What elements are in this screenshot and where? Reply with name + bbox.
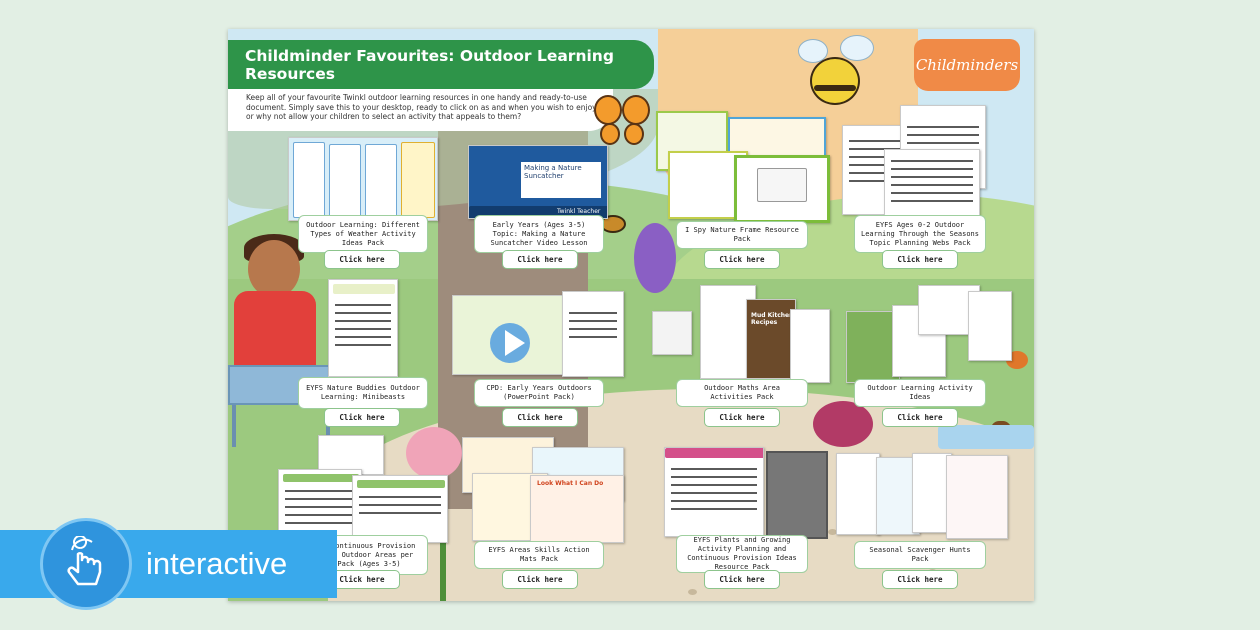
- pink-rose-icon: [406, 427, 462, 479]
- scavenger-hunt-thumbnail[interactable]: [946, 455, 1008, 539]
- interactive-label: interactive: [146, 546, 288, 581]
- image-placeholder: [766, 451, 828, 539]
- water-tray-right: [938, 425, 1034, 449]
- outdoor-ideas-click-button[interactable]: Click here: [882, 408, 958, 427]
- maths-area-thumbnail[interactable]: [790, 309, 830, 383]
- nature-buddies-click-button[interactable]: Click here: [324, 408, 400, 427]
- cpd-click-button[interactable]: Click here: [502, 408, 578, 427]
- butterfly-wing: [624, 123, 644, 145]
- outdoor-ideas-thumbnail[interactable]: [968, 291, 1012, 361]
- weather-pack-thumbnail[interactable]: [288, 137, 438, 221]
- nature-buddies-thumbnail[interactable]: [328, 279, 398, 377]
- action-mats-title: Look What I Can Do: [537, 480, 604, 487]
- suncatcher-click-button[interactable]: Click here: [502, 250, 578, 269]
- ispy-frame-thumbnail[interactable]: [734, 155, 830, 223]
- scavenger-hunt-thumbnail[interactable]: [836, 453, 880, 535]
- cpd-powerpoint-thumbnail[interactable]: [562, 291, 624, 377]
- weather-click-button[interactable]: Click here: [324, 250, 400, 269]
- plants-growing-click-button[interactable]: Click here: [704, 570, 780, 589]
- childminders-logo: Childminders: [914, 39, 1020, 91]
- page-title: Childminder Favourites: Outdoor Learning…: [228, 40, 654, 89]
- cpd-powerpoint-thumbnail[interactable]: [452, 295, 564, 375]
- resource-label-action-mats: EYFS Areas Skills Action Mats Pack: [474, 541, 604, 569]
- maths-area-click-button[interactable]: Click here: [704, 408, 780, 427]
- resource-label-suncatcher: Early Years (Ages 3-5) Topic: Making a N…: [474, 215, 604, 253]
- tray-legs: [232, 405, 330, 447]
- maths-area-thumbnail[interactable]: [652, 311, 692, 355]
- mud-kitchen-thumbnail[interactable]: Mud Kitchen Recipes: [746, 299, 796, 379]
- touch-hand-icon: [40, 518, 132, 610]
- action-mats-thumbnail[interactable]: Look What I Can Do: [530, 475, 624, 543]
- scavenger-hunts-click-button[interactable]: Click here: [882, 570, 958, 589]
- resource-label-nature-buddies: EYFS Nature Buddies Outdoor Learning: Mi…: [298, 377, 428, 409]
- plants-growing-thumbnail[interactable]: [664, 447, 764, 537]
- seasons-planning-thumbnail[interactable]: [884, 149, 980, 223]
- seasons-click-button[interactable]: Click here: [882, 250, 958, 269]
- ispy-click-button[interactable]: Click here: [704, 250, 780, 269]
- butterfly-wing: [600, 123, 620, 145]
- bee-wing: [840, 35, 874, 61]
- scavenger-hunt-thumbnail[interactable]: [912, 453, 952, 533]
- pebble: [828, 529, 837, 535]
- flower-stem: [440, 519, 446, 601]
- resource-sheet: Childminder Favourites: Outdoor Learning…: [228, 29, 1034, 601]
- resource-label-cpd: CPD: Early Years Outdoors (PowerPoint Pa…: [474, 379, 604, 407]
- mud-kitchen-title: Mud Kitchen Recipes: [751, 312, 794, 326]
- action-mats-click-button[interactable]: Click here: [502, 570, 578, 589]
- continuous-provision-thumbnail[interactable]: [352, 475, 448, 543]
- resource-label-scavenger-hunts: Seasonal Scavenger Hunts Pack: [854, 541, 986, 569]
- child-body: [234, 291, 316, 371]
- bee-wing: [798, 39, 828, 63]
- resource-label-outdoor-ideas: Outdoor Learning Activity Ideas: [854, 379, 986, 407]
- pebble: [688, 589, 697, 595]
- lavender-icon: [634, 223, 676, 293]
- video-title: Making a Nature Suncatcher: [521, 162, 601, 198]
- resource-label-seasons: EYFS Ages 0-2 Outdoor Learning Through t…: [854, 215, 986, 253]
- child-illustration: [248, 240, 300, 298]
- bee-icon: [810, 57, 860, 105]
- resource-label-ispy: I Spy Nature Frame Resource Pack: [676, 221, 808, 249]
- resource-label-plants-growing: EYFS Plants and Growing Activity Plannin…: [676, 535, 808, 573]
- suncatcher-video-thumbnail[interactable]: Making a Nature Suncatcher Twinkl Teache…: [468, 145, 608, 219]
- intro-text: Keep all of your favourite Twinkl outdoo…: [228, 89, 613, 131]
- resource-label-maths-area: Outdoor Maths Area Activities Pack: [676, 379, 808, 407]
- butterfly-icon: [594, 95, 622, 125]
- butterfly-wing: [622, 95, 650, 125]
- pink-flower-icon: [813, 401, 873, 447]
- bee-stripe: [814, 85, 856, 91]
- resource-label-weather: Outdoor Learning: Different Types of Wea…: [298, 215, 428, 253]
